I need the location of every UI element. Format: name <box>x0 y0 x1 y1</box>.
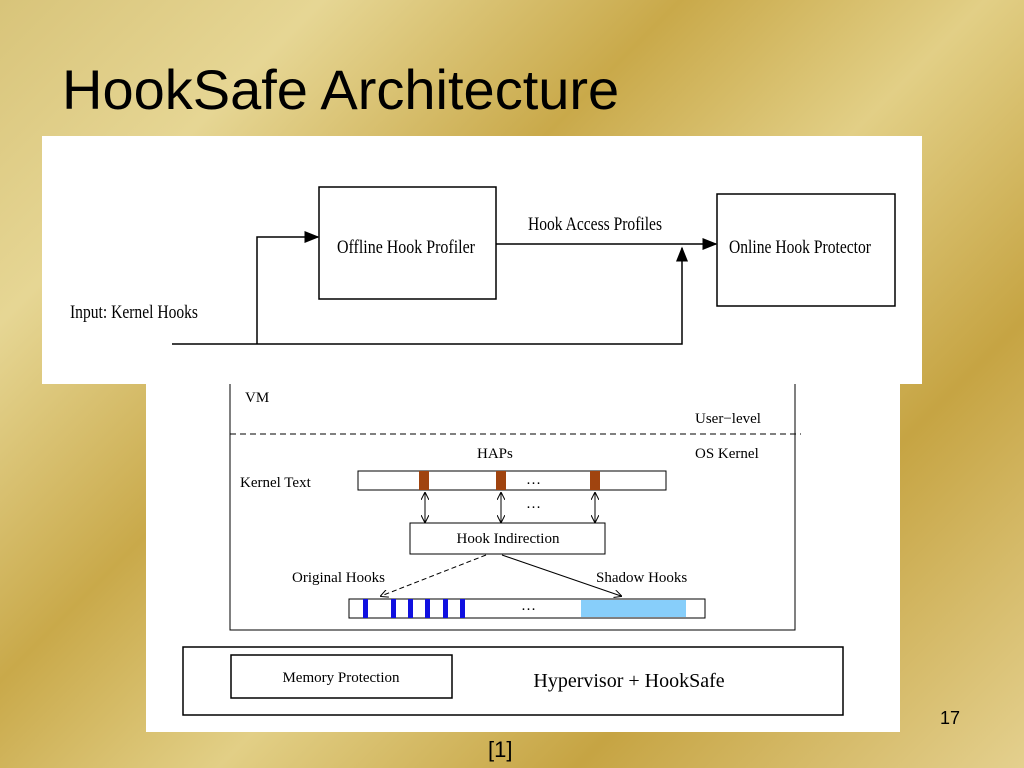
kernel-text-label: Kernel Text <box>240 475 312 491</box>
original-hook-marker <box>425 599 430 618</box>
memory-protection-label: Memory Protection <box>282 670 400 686</box>
slide-number: 17 <box>940 708 961 728</box>
hook-indirection-box <box>409 522 606 555</box>
citation: [1] <box>488 737 513 762</box>
os-kernel-label: OS Kernel <box>695 446 759 462</box>
input-label: Input: Kernel Hooks <box>70 302 198 323</box>
shadow-hooks-region <box>581 600 686 617</box>
original-hook-marker <box>460 599 465 618</box>
profiler-label: Offline Hook Profiler <box>337 237 476 258</box>
user-level-label: User−level <box>695 411 761 427</box>
memory-protection-box <box>230 654 453 699</box>
hypervisor-label: Hypervisor + HookSafe <box>533 670 724 692</box>
hook-indirection-label: Hook Indirection <box>457 531 560 547</box>
original-hook-marker <box>443 599 448 618</box>
input-to-profiler-line <box>256 231 320 344</box>
original-hook-marker <box>408 599 413 618</box>
top-diagram: Input: Kernel Hooks Offline Hook Profile… <box>70 186 896 345</box>
ellipsis-mid: … <box>526 496 541 512</box>
haps-label: HAPs <box>477 446 513 462</box>
ellipsis-top: … <box>526 472 541 488</box>
bottom-diagram: VM User−level HAPs OS Kernel Kernel Text… <box>182 381 844 716</box>
hap-marker <box>590 471 600 490</box>
profiles-label: Hook Access Profiles <box>528 214 662 235</box>
hap-marker <box>496 471 506 490</box>
bottom-diagram-panel: VM User−level HAPs OS Kernel Kernel Text… <box>146 381 900 732</box>
shadow-hooks-arrow <box>501 554 621 596</box>
vm-label: VM <box>245 390 269 406</box>
original-hook-marker <box>363 599 368 618</box>
shadow-hooks-label: Shadow Hooks <box>596 570 687 586</box>
slide-title: HookSafe Architecture <box>62 58 620 121</box>
input-line <box>172 246 688 345</box>
offline-profiler-box <box>318 186 497 300</box>
original-hooks-arrow <box>381 554 487 596</box>
original-hook-marker <box>391 599 396 618</box>
protector-label: Online Hook Protector <box>729 237 872 258</box>
ellipsis-bottom: … <box>521 598 536 614</box>
online-protector-box <box>716 193 896 307</box>
kernel-text-bar <box>357 470 667 491</box>
hap-marker <box>419 471 429 490</box>
top-diagram-panel: Input: Kernel Hooks Offline Hook Profile… <box>42 136 922 384</box>
original-hooks-label: Original Hooks <box>292 570 385 586</box>
